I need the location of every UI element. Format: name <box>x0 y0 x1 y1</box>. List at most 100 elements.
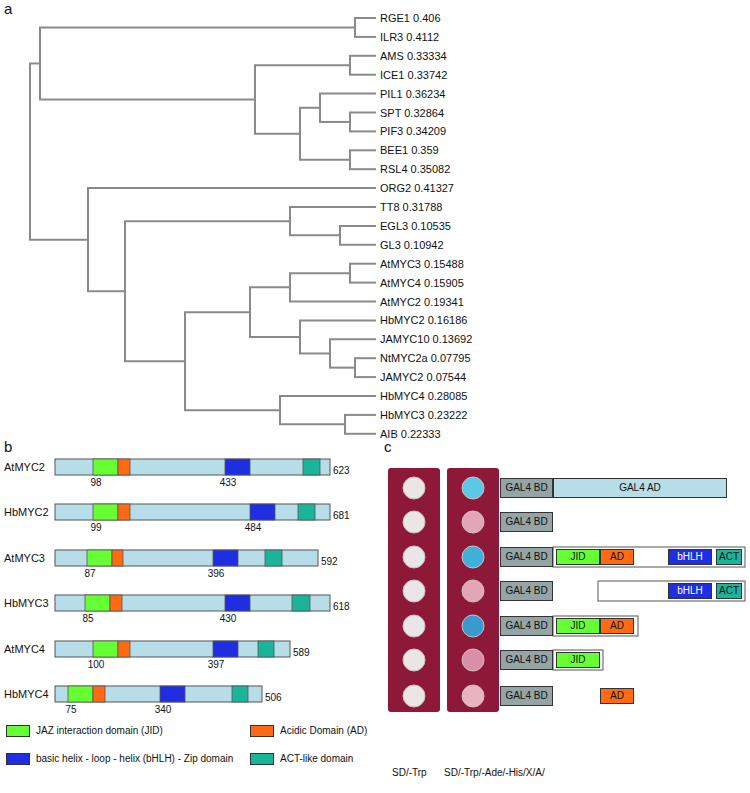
yeast-colony <box>403 685 425 707</box>
box-text: GAL4 BD <box>505 620 547 632</box>
construct-bar <box>553 547 745 567</box>
tree-branch <box>254 133 300 135</box>
domain-block <box>112 550 123 566</box>
plate-strip <box>388 468 440 712</box>
box-text: GAL4 BD <box>505 551 547 563</box>
jid-box: JID <box>556 618 600 634</box>
tree-branch <box>329 338 376 340</box>
tree-branch <box>319 121 350 123</box>
legend-swatch <box>250 725 274 737</box>
leaf-label: HbMYC3 0.23222 <box>380 408 467 422</box>
tree-branch <box>87 290 125 292</box>
ad-box: AD <box>600 618 634 634</box>
construct-bar <box>553 650 603 670</box>
legend-text: ACT-like domain <box>280 752 353 766</box>
annotation-label: HbMYC2 <box>4 505 49 519</box>
annotation-label: 592 <box>321 555 338 569</box>
tree-branch <box>354 376 376 378</box>
yeast-colony <box>403 580 425 602</box>
annotation-label: 87 <box>84 567 95 581</box>
box-text: ACT <box>719 551 739 563</box>
box-text: bHLH <box>677 585 703 597</box>
box-text: GAL4 BD <box>505 690 547 702</box>
domain-block <box>250 504 275 520</box>
leaf-label: AtMYC2 0.19341 <box>380 295 464 309</box>
annotation-label: 340 <box>155 703 172 717</box>
tree-branch <box>349 74 376 76</box>
box-text: JID <box>571 654 586 666</box>
yeast-colony <box>403 546 425 568</box>
domain-block <box>118 641 130 657</box>
box-text: AD <box>610 690 624 702</box>
tree-branch <box>349 130 376 132</box>
annotation-label: 100 <box>88 658 105 672</box>
domain-block <box>93 459 118 475</box>
annotation-label: 618 <box>333 600 350 614</box>
annotation-label: 99 <box>90 521 101 535</box>
tree-branch <box>344 433 376 435</box>
yeast-colony <box>462 477 484 499</box>
yeast-colony <box>462 685 484 707</box>
leaf-label: HbMYC2 0.16186 <box>380 313 467 327</box>
legend-swatch <box>250 753 274 765</box>
tree-branch <box>184 311 250 313</box>
domain-block <box>225 459 250 475</box>
annotation-label: SD/-Trp <box>392 766 427 780</box>
tree-branch <box>249 336 300 338</box>
protein-bar <box>55 550 318 566</box>
tree-branch <box>279 395 376 397</box>
protein-bar <box>55 641 290 657</box>
annotation-label: 506 <box>265 691 282 705</box>
tree-branch <box>289 272 350 274</box>
tree-branch <box>349 112 376 114</box>
tree-branch <box>349 282 376 284</box>
annotation-label: 430 <box>220 612 237 626</box>
domain-block <box>93 641 118 657</box>
leaf-label: GL3 0.10942 <box>380 238 444 252</box>
tree-branch <box>329 367 355 369</box>
protein-bar <box>55 595 330 611</box>
domain-block <box>87 550 112 566</box>
panel-letter: c <box>384 440 392 454</box>
tree-branch <box>349 149 376 151</box>
annotation-label: HbMYC3 <box>4 596 49 610</box>
yeast-colony <box>462 580 484 602</box>
leaf-label: RSL4 0.35082 <box>380 162 450 176</box>
tree-branch <box>289 206 376 208</box>
leaf-label: ICE1 0.33742 <box>380 68 447 82</box>
tree-branch <box>29 62 40 64</box>
tree-branch <box>279 423 345 425</box>
panel-letter: a <box>4 2 12 16</box>
domain-block <box>292 595 310 611</box>
annotation-label: 433 <box>220 476 237 490</box>
ad-box: AD <box>600 688 634 704</box>
gal4-bd-box: GAL4 BD <box>500 512 553 532</box>
gal4-bd-box: GAL4 BD <box>500 478 553 498</box>
domain-block <box>232 686 248 702</box>
tree-branch <box>124 360 185 362</box>
domain-block <box>225 595 250 611</box>
legend-swatch <box>6 725 30 737</box>
box-text: AD <box>610 620 624 632</box>
tree-branch <box>344 414 376 416</box>
yeast-colony <box>403 649 425 671</box>
yeast-colony <box>403 477 425 499</box>
panel-letter: b <box>4 440 12 454</box>
gal4-bd-box: GAL4 BD <box>500 581 553 601</box>
leaf-label: AtMYC4 0.15905 <box>380 276 464 290</box>
tree-branch <box>184 409 280 411</box>
annotation-label: 98 <box>90 476 101 490</box>
tree-branch <box>39 26 355 28</box>
leaf-label: PIL1 0.36234 <box>380 87 445 101</box>
tree-branch <box>289 234 340 236</box>
tree-branch <box>124 220 290 222</box>
annotation-label: 623 <box>333 464 350 478</box>
yeast-colony <box>462 511 484 533</box>
gal4-bd-box: GAL4 BD <box>500 547 553 567</box>
construct-bar <box>598 581 745 601</box>
yeast-colony <box>462 615 484 637</box>
yeast-colony <box>462 546 484 568</box>
box-text: JID <box>571 620 586 632</box>
box-text: GAL4 AD <box>619 482 661 494</box>
